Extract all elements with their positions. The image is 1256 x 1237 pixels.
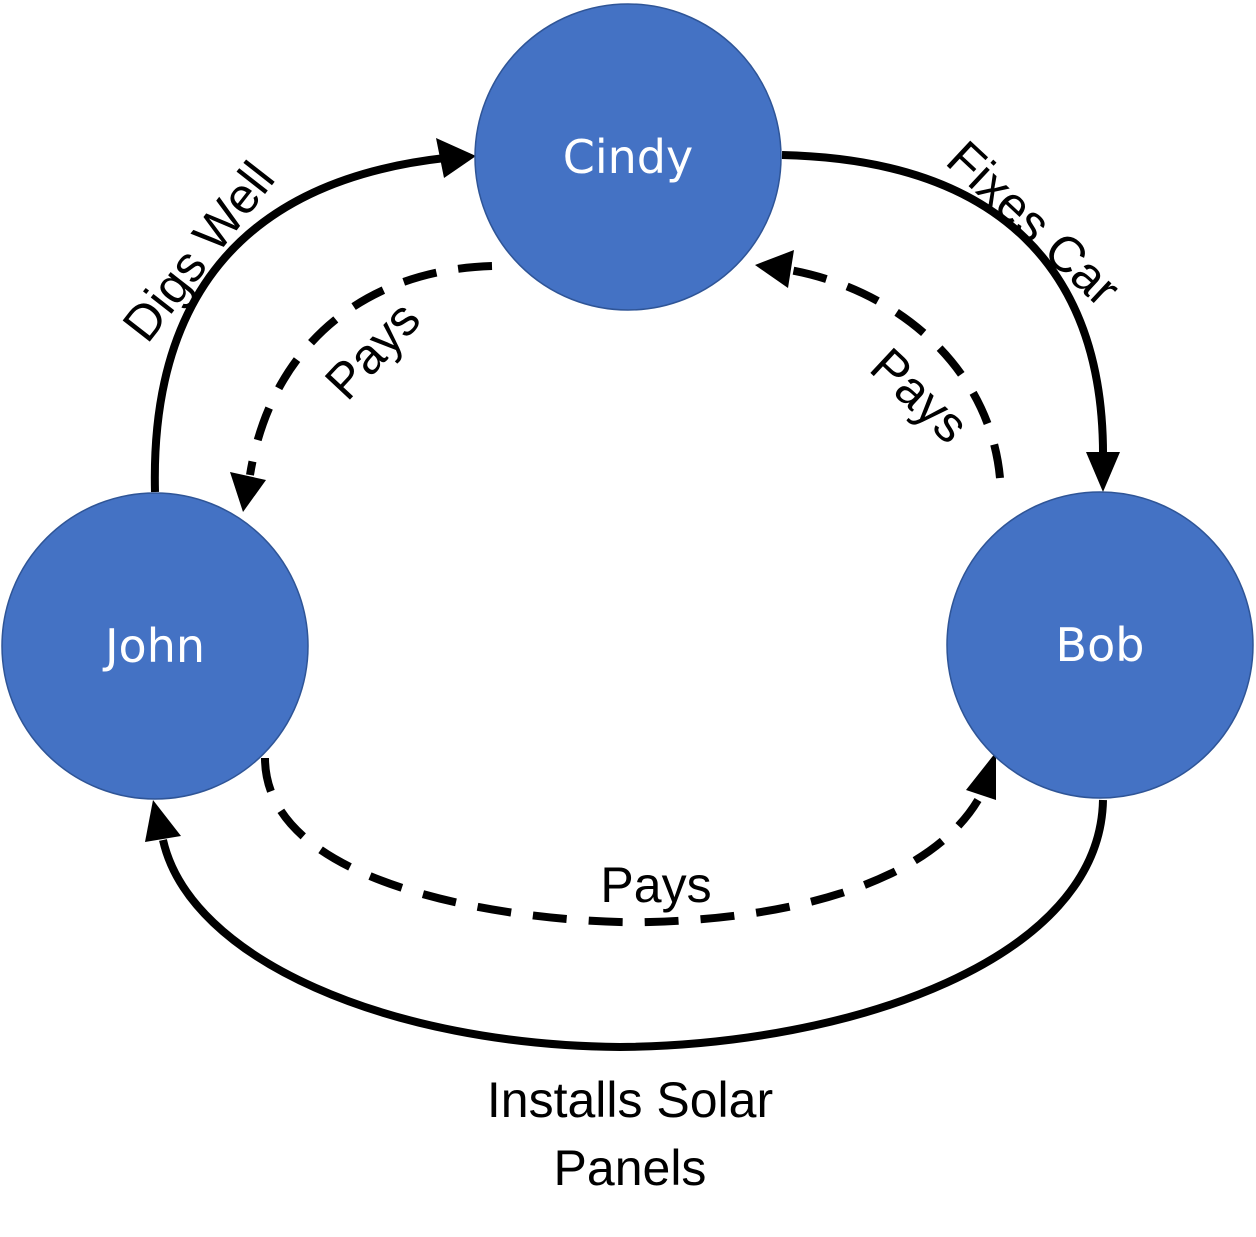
node-cindy <box>474 3 782 311</box>
label-pays-cindy-john: Pays <box>314 291 431 410</box>
arrowhead-pays-bob-cindy <box>755 250 794 288</box>
label-digs-well: Digs Well <box>112 151 286 351</box>
node-john-label: John <box>102 619 205 673</box>
label-fixes-car: Fixes Car <box>936 130 1131 317</box>
arrowhead-installs-solar-panels <box>145 800 181 842</box>
arrowhead-pays-john-bob <box>966 752 996 800</box>
node-john <box>1 492 309 800</box>
edge-fixes-car <box>781 151 1108 461</box>
label-pays-bob-cindy: Pays <box>860 337 979 454</box>
label-pays-john-bob: Pays <box>600 857 711 913</box>
edge-digs-well <box>150 154 446 493</box>
arrowhead-digs-well <box>436 138 476 178</box>
edge-pays-john-bob <box>261 757 982 927</box>
edge-pays-cindy-john <box>246 262 493 476</box>
node-bob-label: Bob <box>1056 618 1145 672</box>
arrowhead-pays-cindy-john <box>230 472 266 512</box>
arrowhead-fixes-car <box>1086 452 1120 492</box>
node-cindy-label: Cindy <box>563 130 693 184</box>
node-bob <box>946 491 1254 799</box>
label-installs-solar-panels-line2: Panels <box>554 1140 707 1196</box>
label-installs-solar-panels-line1: Installs Solar <box>487 1072 773 1128</box>
edge-installs-solar-panels <box>159 799 1107 1052</box>
